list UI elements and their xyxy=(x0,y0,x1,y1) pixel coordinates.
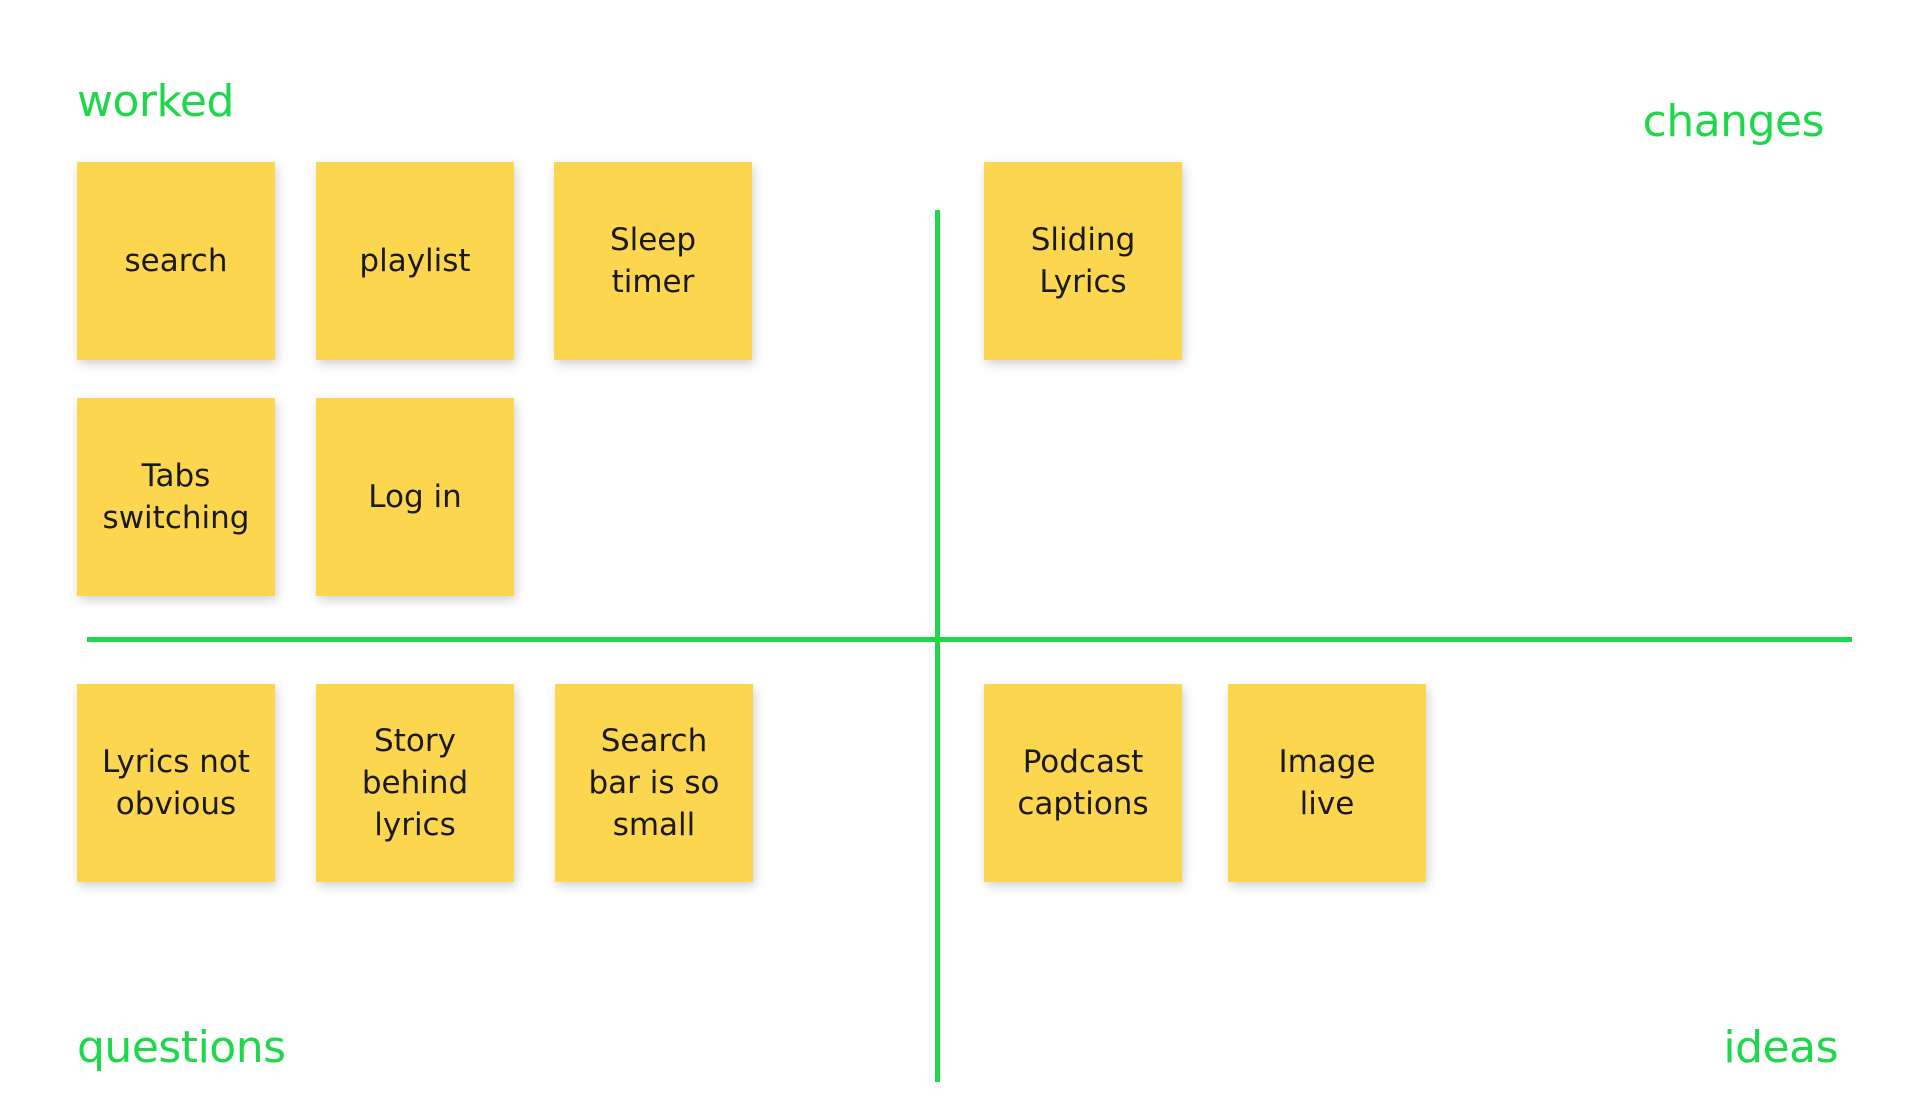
sticky-note-tabs-switching[interactable]: Tabs switching xyxy=(77,398,275,596)
sticky-note-text: Sleep timer xyxy=(609,222,697,300)
sticky-note-text: Tabs switching xyxy=(102,458,250,536)
horizontal-divider xyxy=(87,637,1852,642)
sticky-note-text: Log in xyxy=(368,479,462,515)
quadrant-label-worked: worked xyxy=(77,76,234,127)
quadrant-label-questions: questions xyxy=(77,1022,286,1073)
sticky-note-sliding-lyrics[interactable]: Sliding Lyrics xyxy=(984,162,1182,360)
sticky-note-text: Lyrics not obvious xyxy=(102,744,250,822)
sticky-note-search-bar-small[interactable]: Search bar is so small xyxy=(555,684,753,882)
sticky-note-image-live[interactable]: Image live xyxy=(1228,684,1426,882)
quadrant-label-changes: changes xyxy=(1642,96,1825,147)
sticky-note-text: playlist xyxy=(359,243,471,279)
sticky-note-log-in[interactable]: Log in xyxy=(316,398,514,596)
sticky-note-text: Image live xyxy=(1278,744,1376,822)
sticky-note-text: Podcast captions xyxy=(1017,744,1149,822)
sticky-note-text: Sliding Lyrics xyxy=(1030,222,1136,300)
sticky-note-search[interactable]: search xyxy=(77,162,275,360)
sticky-note-lyrics-not-obvious[interactable]: Lyrics not obvious xyxy=(77,684,275,882)
sticky-note-text: Search bar is so small xyxy=(588,723,720,843)
sticky-note-playlist[interactable]: playlist xyxy=(316,162,514,360)
sticky-note-text: search xyxy=(124,243,228,279)
sticky-note-text: Story behind lyrics xyxy=(361,723,469,843)
sticky-note-sleep-timer[interactable]: Sleep timer xyxy=(554,162,752,360)
sticky-note-story-behind-lyrics[interactable]: Story behind lyrics xyxy=(316,684,514,882)
vertical-divider xyxy=(935,210,940,1082)
sticky-note-podcast-captions[interactable]: Podcast captions xyxy=(984,684,1182,882)
quadrant-label-ideas: ideas xyxy=(1723,1022,1838,1073)
